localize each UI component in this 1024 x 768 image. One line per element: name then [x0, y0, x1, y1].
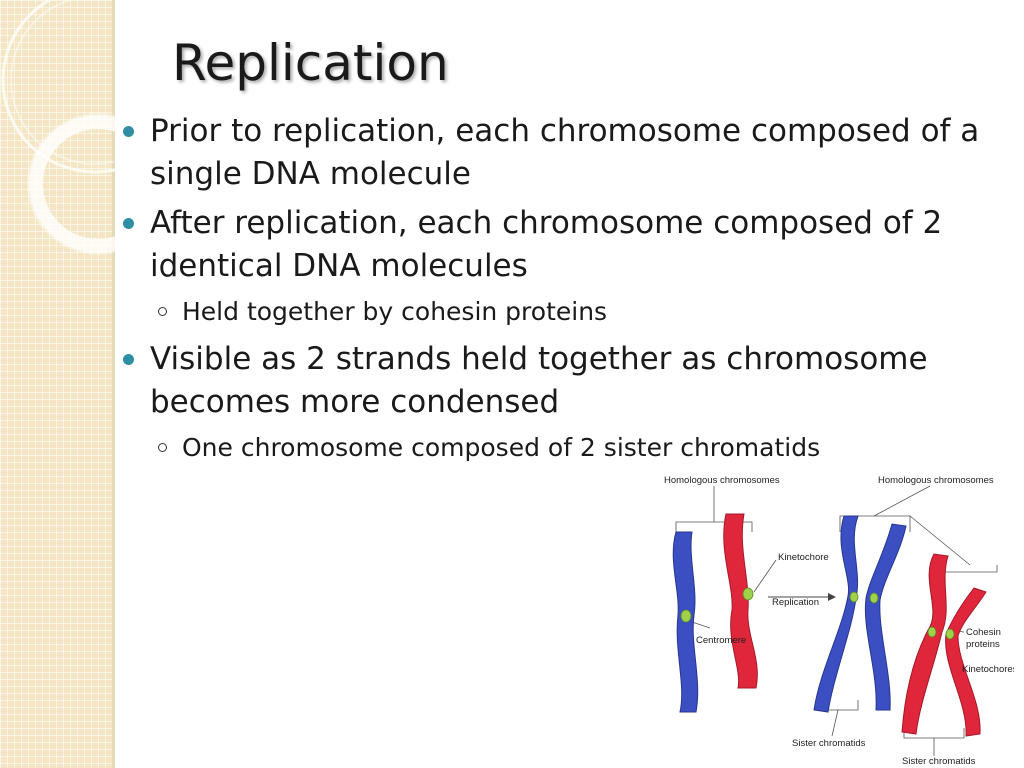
kinetochore-icon — [742, 587, 754, 601]
label-replication: Replication — [772, 597, 819, 608]
blue-sister-chromatid — [813, 515, 859, 713]
bullet-text: Visible as 2 strands held together as ch… — [150, 341, 928, 420]
sub-bullet-ring-icon — [158, 307, 167, 316]
bullet-text: After replication, each chromosome compo… — [150, 205, 943, 284]
label-homologous-right: Homologous chromosomes — [878, 475, 994, 486]
bullet-item: Visible as 2 strands held together as ch… — [120, 338, 1010, 424]
label-proteins: proteins — [966, 639, 1000, 650]
side-panel-edge — [112, 0, 115, 768]
replication-arrow-head-icon — [828, 593, 836, 601]
label-kinetochore: Kinetochore — [778, 552, 829, 563]
sub-bullet-item: One chromosome composed of 2 sister chro… — [120, 430, 1010, 466]
centromere-icon — [680, 609, 692, 623]
label-homologous-left: Homologous chromosomes — [664, 475, 780, 486]
bullet-item: After replication, each chromosome compo… — [120, 202, 1010, 288]
sub-bullet-ring-icon — [158, 443, 167, 452]
bullet-dot-icon — [123, 218, 134, 229]
kinetochore-icon — [869, 592, 879, 604]
decorative-rings — [1, 0, 180, 255]
bullet-dot-icon — [123, 354, 134, 365]
bullet-text: Prior to replication, each chromosome co… — [150, 113, 980, 192]
sub-bullet-text: One chromosome composed of 2 sister chro… — [182, 433, 821, 462]
sub-bullet-text: Held together by cohesin proteins — [182, 297, 608, 326]
label-sister-chromatids-left: Sister chromatids — [792, 738, 866, 749]
label-sister-chromatids-right: Sister chromatids — [902, 756, 976, 765]
chromosome-replication-diagram: Homologous chromosomes Homologous chromo… — [664, 475, 1014, 765]
sub-bullet-item: Held together by cohesin proteins — [120, 294, 1010, 330]
bullet-list: Prior to replication, each chromosome co… — [120, 110, 1010, 474]
label-cohesin: Cohesin — [966, 627, 1001, 638]
leader-lines — [675, 485, 998, 756]
label-kinetochores: Kinetochores — [962, 664, 1014, 675]
blue-sister-chromatid — [864, 523, 907, 711]
kinetochore-icon — [849, 591, 859, 603]
slide-title: Replication — [172, 34, 449, 92]
label-centromere: Centromere — [696, 635, 746, 646]
bullet-dot-icon — [123, 126, 134, 137]
kinetochore-icon — [945, 628, 955, 640]
red-sister-chromatid — [901, 553, 949, 735]
kinetochore-icon — [927, 626, 937, 638]
red-chromosome — [723, 513, 758, 689]
bullet-item: Prior to replication, each chromosome co… — [120, 110, 1010, 196]
red-sister-chromatid — [945, 587, 987, 737]
